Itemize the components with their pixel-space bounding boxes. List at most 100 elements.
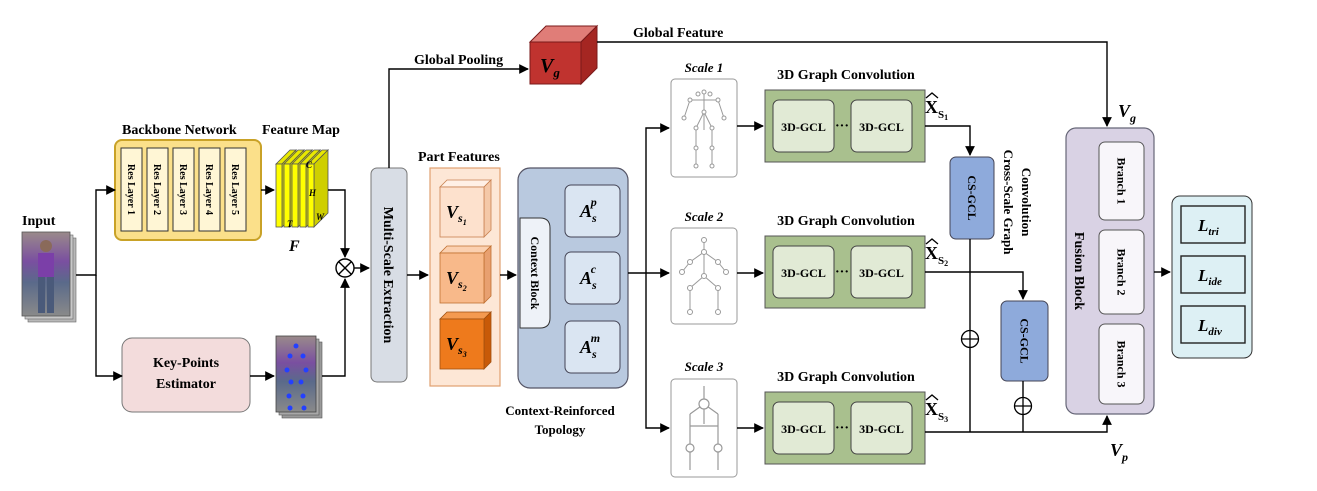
svg-text:Branch 1: Branch 1 [1115, 157, 1129, 204]
keypoints-estimator: Key-Points Estimator [121, 337, 251, 413]
svg-text:Res Layer 5: Res Layer 5 [229, 164, 240, 215]
scale-1: Scale 1 [670, 60, 738, 178]
branch-2: Branch 2 [1098, 229, 1145, 315]
svg-text:Vg: Vg [540, 55, 560, 80]
svg-text:Context Block: Context Block [528, 237, 542, 310]
gcl-1a: 3D-GCL [772, 99, 835, 153]
svg-text:3D-GCL: 3D-GCL [781, 422, 826, 436]
svg-text:Scale 3: Scale 3 [685, 359, 724, 374]
res-layer-5: Res Layer 5 [224, 147, 247, 232]
part-features-label: Part Features [418, 150, 500, 165]
svg-text:Vs2: Vs2 [446, 268, 467, 293]
vg-output-label: Vg [1118, 101, 1136, 125]
loss-block: Ltri Lide Ldiv [1171, 195, 1253, 359]
res-layer-2: Res Layer 2 [146, 147, 169, 232]
svg-text:3D Graph Convolution: 3D Graph Convolution [777, 370, 915, 385]
multiscale-extraction: Multi-Scale Extraction [370, 167, 408, 383]
svg-text:Res Layer 3: Res Layer 3 [177, 164, 188, 215]
x-hat-s1: XS1 [925, 92, 948, 122]
svg-text:CS-GCL: CS-GCL [965, 175, 979, 220]
res-layer-4: Res Layer 4 [198, 147, 221, 232]
svg-text:Res Layer 4: Res Layer 4 [203, 164, 214, 215]
svg-text:Lide: Lide [1197, 266, 1222, 288]
svg-text:3D Graph Convolution: 3D Graph Convolution [777, 214, 915, 229]
svg-text:Scale 1: Scale 1 [685, 60, 724, 75]
svg-text:3D-GCL: 3D-GCL [859, 120, 904, 134]
dim-h: H [308, 188, 317, 198]
loss-tri: Ltri [1180, 205, 1246, 244]
gcl-1b: 3D-GCL [850, 99, 913, 153]
scale-3: Scale 3 [670, 359, 738, 478]
svg-text:3D-GCL: 3D-GCL [781, 266, 826, 280]
svg-text:Multi-Scale Extraction: Multi-Scale Extraction [380, 207, 395, 344]
svg-text:Scale 2: Scale 2 [685, 209, 724, 224]
context-reinforced-topology: Context Block Asp Asc Asm [517, 167, 629, 389]
svg-text:XS2: XS2 [925, 243, 948, 268]
branch-3: Branch 3 [1098, 323, 1145, 405]
input-label: Input [22, 214, 56, 229]
context-block: Context Block [519, 217, 551, 329]
cs-gcl-1: CS-GCL [949, 156, 995, 240]
svg-text:···: ··· [835, 421, 849, 436]
x-hat-s2: XS2 [925, 238, 948, 268]
part-feature-v2: Vs2 [439, 245, 492, 304]
fusion-block: Fusion Block Branch 1 Branch 2 Branch 3 [1065, 127, 1155, 415]
svg-text:Asm: Asm [579, 331, 600, 361]
svg-text:Asp: Asp [579, 195, 597, 225]
global-feature-cube: Vg [528, 24, 599, 86]
feature-map: Feature Map C H W T F [262, 123, 340, 255]
svg-text:Estimator: Estimator [156, 377, 216, 392]
svg-text:···: ··· [835, 119, 849, 134]
svg-text:Fusion Block: Fusion Block [1071, 232, 1086, 310]
graph-conv-2: 3D Graph Convolution 3D-GCL ··· 3D-GCL [764, 214, 926, 309]
graph-conv-3: 3D Graph Convolution 3D-GCL ··· 3D-GCL [764, 370, 926, 465]
loss-div: Ldiv [1180, 305, 1246, 344]
part-features: Vs1 Vs2 Vs3 [429, 167, 501, 387]
part-feature-v1: Vs1 [439, 179, 492, 238]
dim-t: T [287, 219, 293, 229]
x-hat-s3: XS3 [925, 394, 948, 424]
svg-text:3D-GCL: 3D-GCL [859, 266, 904, 280]
feature-letter: F [288, 238, 300, 255]
svg-text:3D-GCL: 3D-GCL [859, 422, 904, 436]
svg-text:3D-GCL: 3D-GCL [781, 120, 826, 134]
svg-text:Res Layer 2: Res Layer 2 [151, 164, 162, 215]
adjacency-ap: Asp [564, 184, 621, 238]
svg-text:···: ··· [835, 265, 849, 280]
vp-output-label: Vp [1110, 440, 1128, 464]
svg-text:Branch 3: Branch 3 [1115, 340, 1129, 387]
backbone-label: Backbone Network [122, 123, 237, 138]
oplus-2 [1013, 396, 1033, 416]
svg-text:XS3: XS3 [925, 399, 948, 424]
gcl-3b: 3D-GCL [850, 401, 913, 455]
gcl-2a: 3D-GCL [772, 245, 835, 299]
keypoint-image [275, 335, 323, 419]
svg-text:Vs1: Vs1 [446, 202, 467, 227]
loss-ide: Lide [1180, 255, 1246, 294]
global-pooling-label: Global Pooling [414, 53, 503, 68]
dim-w: W [316, 212, 325, 222]
res-layer-3: Res Layer 3 [172, 147, 195, 232]
adjacency-am: Asm [564, 320, 621, 374]
feature-map-label: Feature Map [262, 123, 340, 138]
svg-text:CS-GCL: CS-GCL [1018, 318, 1032, 363]
svg-text:Convolution: Convolution [1019, 168, 1034, 237]
oplus-1 [960, 329, 980, 349]
input-block: Input [21, 214, 77, 323]
crt-label-1: Context-Reinforced [505, 403, 615, 418]
svg-text:3D Graph Convolution: 3D Graph Convolution [777, 68, 915, 83]
svg-text:Cross-Scale Graph: Cross-Scale Graph [1001, 150, 1016, 256]
svg-text:Asc: Asc [579, 262, 597, 292]
svg-text:Res Layer 1: Res Layer 1 [125, 164, 136, 215]
branch-1: Branch 1 [1098, 141, 1145, 221]
connectors [76, 41, 1171, 433]
gcl-2b: 3D-GCL [850, 245, 913, 299]
dim-c: C [306, 160, 313, 170]
crt-label-2: Topology [535, 422, 586, 437]
svg-text:Vs3: Vs3 [446, 334, 467, 359]
svg-text:Key-Points: Key-Points [153, 356, 220, 371]
gcl-3a: 3D-GCL [772, 401, 835, 455]
cs-gcl-2: CS-GCL [1000, 300, 1049, 382]
adjacency-ac: Asc [564, 251, 621, 305]
